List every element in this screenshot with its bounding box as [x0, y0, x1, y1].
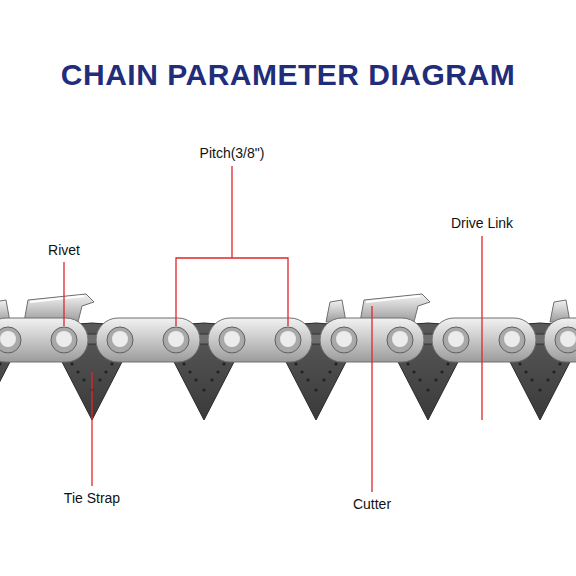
tie-strap-leader	[91, 372, 92, 486]
part-label: Drive Link	[451, 215, 513, 232]
tie-strap-plate	[208, 318, 312, 362]
cutter-plate	[0, 318, 88, 362]
part-label: Rivet	[48, 242, 80, 259]
part-label: Cutter	[353, 496, 391, 513]
tie-strap-plate	[432, 318, 536, 362]
drive-link-leader	[481, 236, 482, 420]
tie-strap-plate	[96, 318, 200, 362]
part-label: Tie Strap	[64, 490, 120, 507]
diagram-title: CHAIN PARAMETER DIAGRAM	[61, 57, 515, 93]
pitch-leader	[231, 166, 232, 258]
pitch-label: Pitch(3/8")	[200, 145, 265, 162]
leader-lines	[64, 166, 482, 492]
cutter-plate	[544, 318, 576, 362]
cutter-leader	[371, 306, 372, 492]
rivet-leader	[63, 262, 64, 326]
pitch-bracket	[176, 258, 288, 326]
